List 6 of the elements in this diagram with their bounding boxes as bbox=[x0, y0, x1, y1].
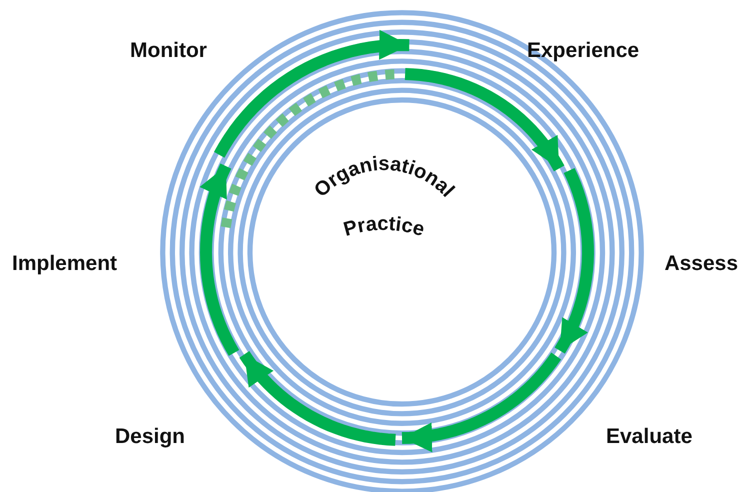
stage-label: Implement bbox=[12, 251, 118, 277]
stage-label: Design bbox=[115, 424, 186, 450]
stage-label: Experience bbox=[527, 38, 640, 64]
stage-label: Evaluate bbox=[606, 424, 692, 450]
stage-label: Monitor bbox=[130, 38, 207, 64]
stage-label: Assess bbox=[664, 251, 738, 277]
